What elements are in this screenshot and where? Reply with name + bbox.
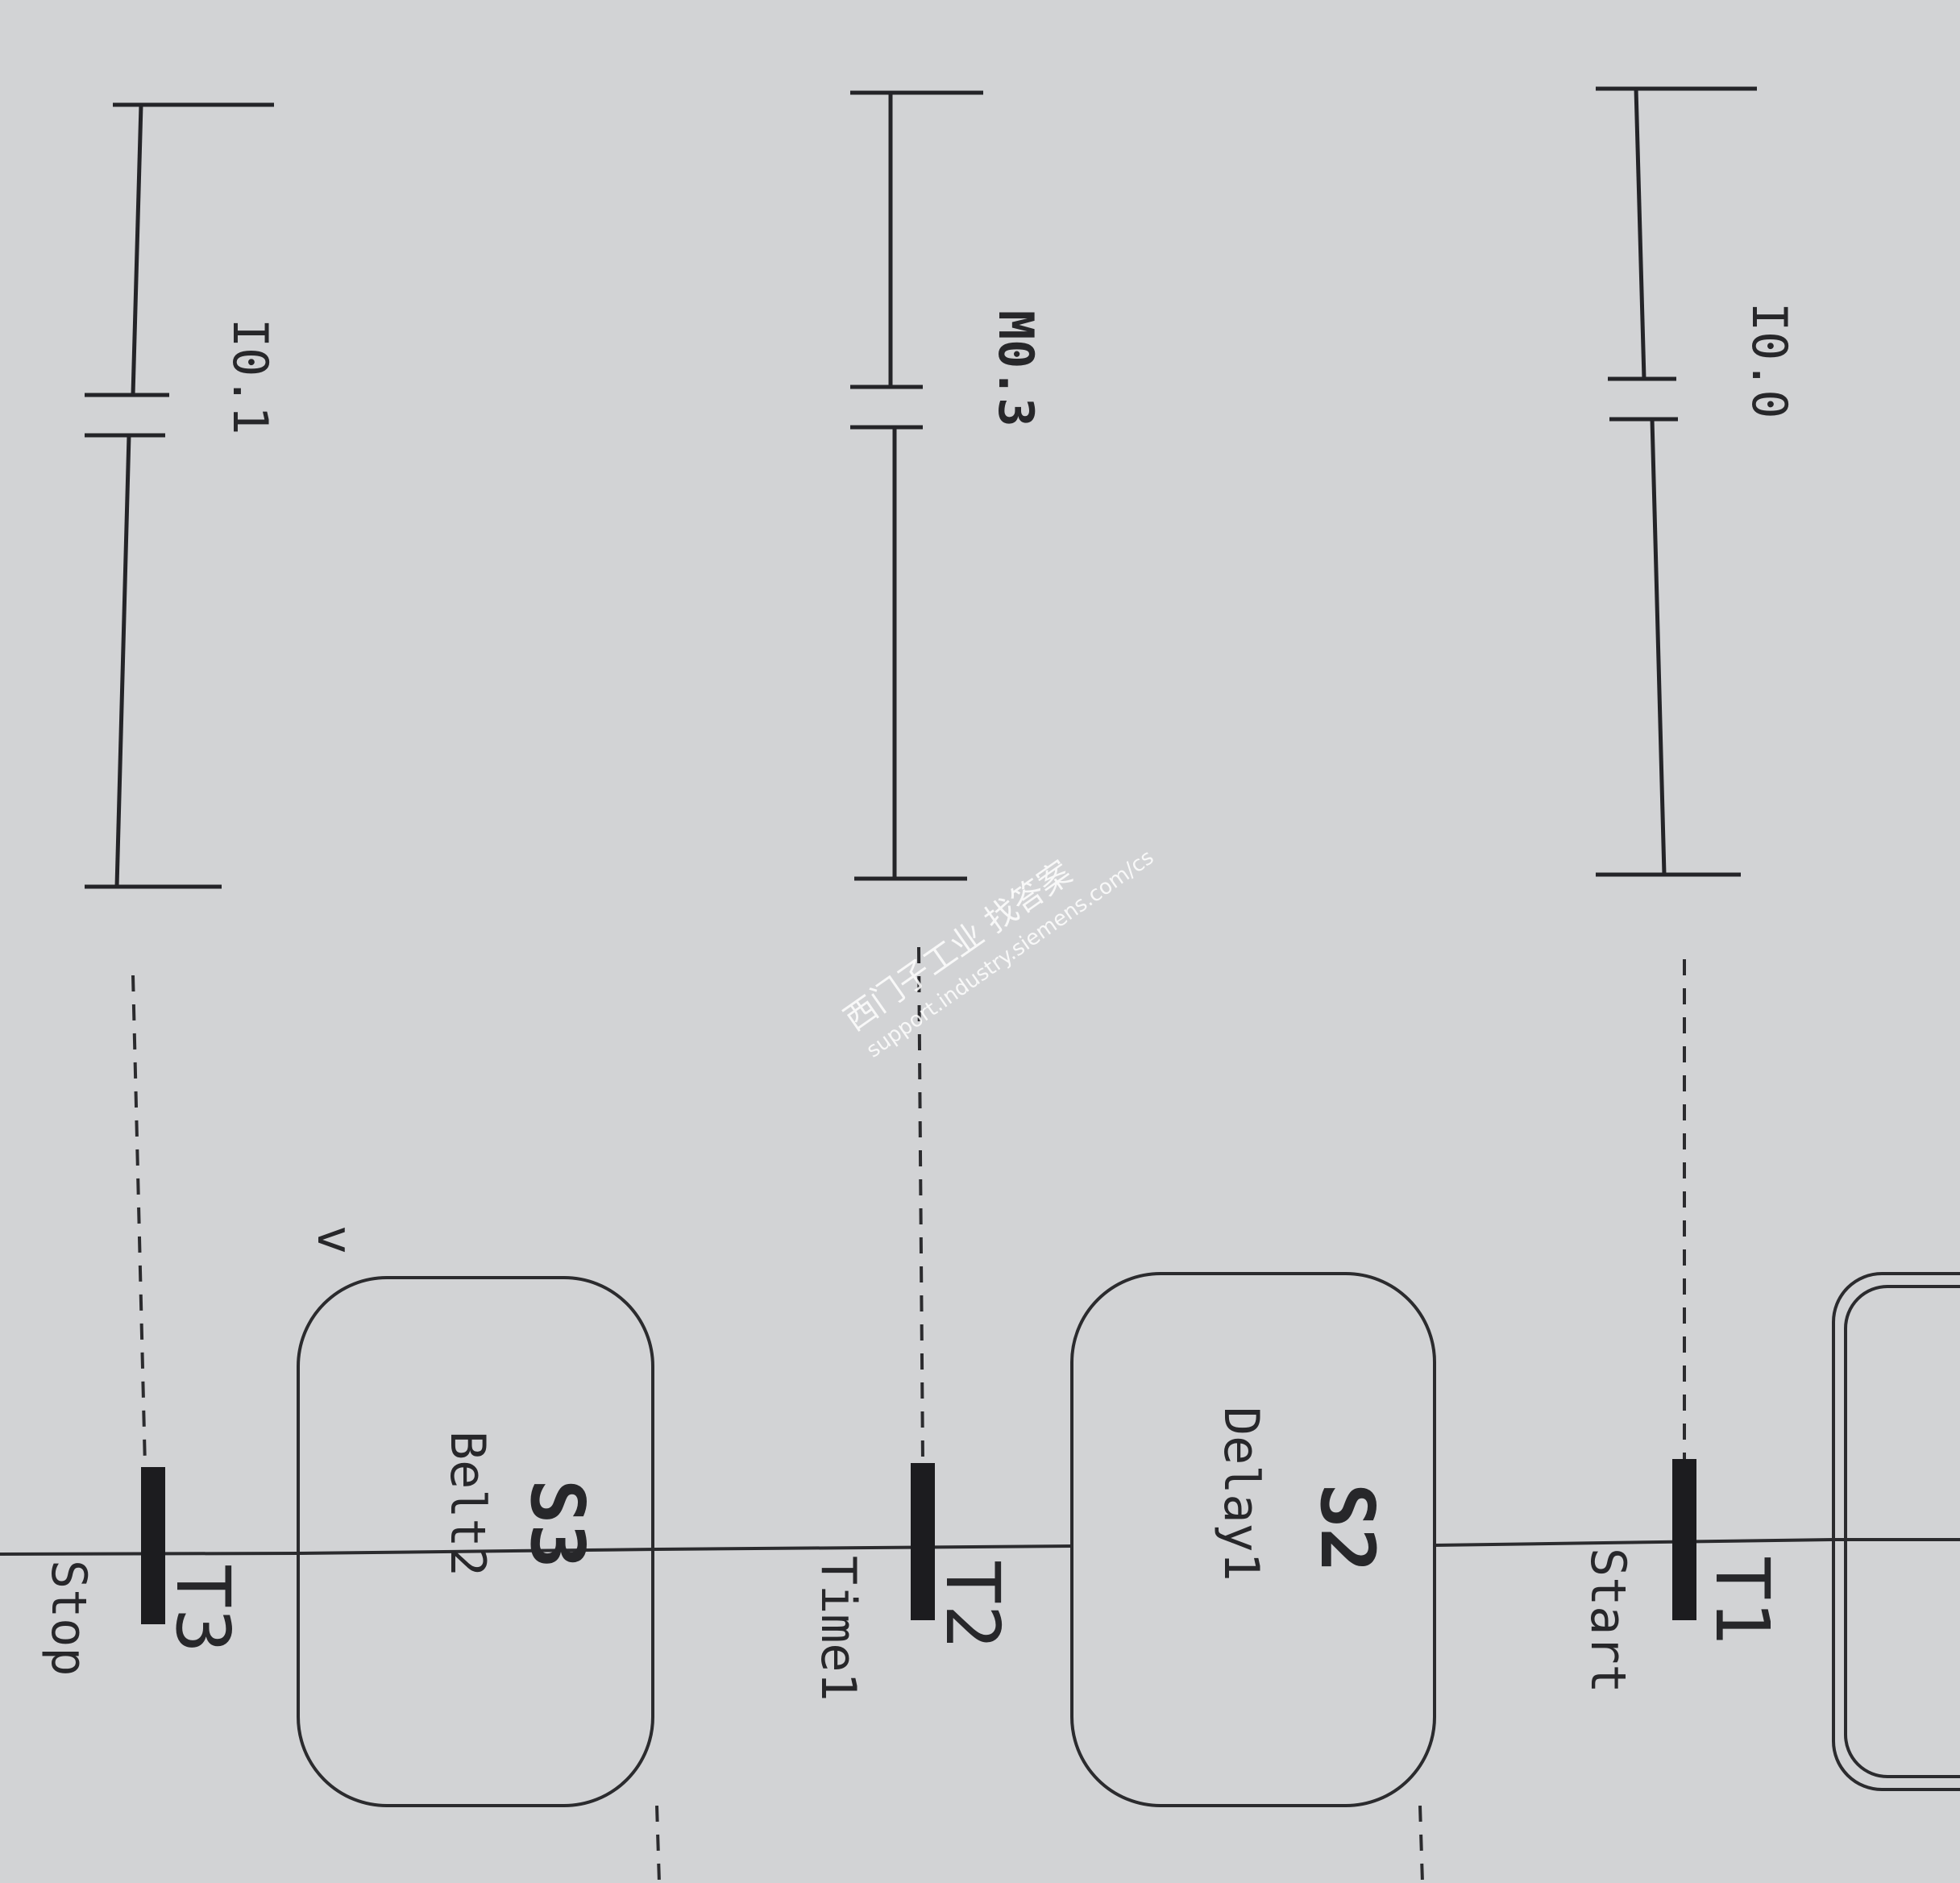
transition-t3-name: Stop <box>40 1560 97 1677</box>
step-s2-name: Delay1 <box>1213 1407 1269 1582</box>
sequence-line-s2-t2 <box>656 1544 1073 1551</box>
transition-t1-id: T1 <box>1699 1556 1785 1645</box>
transition-t1-bar <box>1672 1459 1696 1620</box>
transition-t2-name: Time1 <box>810 1556 866 1702</box>
continuation-s3 <box>655 1805 661 1883</box>
step-s3-marker: v <box>306 1225 363 1254</box>
transition-t1[interactable]: T1 Start <box>1580 959 1785 1694</box>
step-s3-name: Belt2 <box>439 1431 496 1577</box>
transition-t3-bar <box>141 1467 165 1624</box>
transition-t2-id: T2 <box>929 1560 1015 1649</box>
contact-t2-address: M0.3 <box>987 310 1044 427</box>
continuation-s2 <box>1418 1805 1424 1883</box>
sequence-line-t2-s3 <box>297 1548 658 1555</box>
initial-step[interactable] <box>1832 1272 1960 1791</box>
step-s3-frame <box>297 1276 654 1807</box>
transition-t3-id: T3 <box>160 1564 246 1653</box>
contact-t1-address: I0.0 <box>1741 302 1797 419</box>
transition-t3-link <box>131 975 147 1468</box>
contact-t1[interactable]: I0.0 <box>1596 86 1797 877</box>
watermark-line1: 西门子工业 找答案 <box>837 854 1078 1039</box>
step-s2[interactable]: S2 Delay1 <box>1070 1272 1436 1807</box>
step-s3[interactable]: S3 Belt2 v <box>297 1225 654 1807</box>
watermark: 西门子工业 找答案 support.industry.siemens.com/c… <box>837 846 1158 1063</box>
step-s2-id: S2 <box>1304 1483 1390 1573</box>
transition-t2[interactable]: T2 Time1 <box>810 946 1015 1702</box>
transition-t1-name: Start <box>1580 1548 1636 1694</box>
transition-t2-bar <box>911 1463 935 1620</box>
sequence-line-t1-s2 <box>1434 1538 1834 1547</box>
step-s3-id: S3 <box>514 1479 600 1569</box>
contact-t3-address: I0.1 <box>222 318 278 435</box>
contact-t2[interactable]: M0.3 <box>850 90 1044 881</box>
contact-t3[interactable]: I0.1 <box>85 102 278 889</box>
transition-t3[interactable]: T3 Stop <box>40 975 246 1677</box>
step-s2-frame <box>1070 1272 1436 1807</box>
